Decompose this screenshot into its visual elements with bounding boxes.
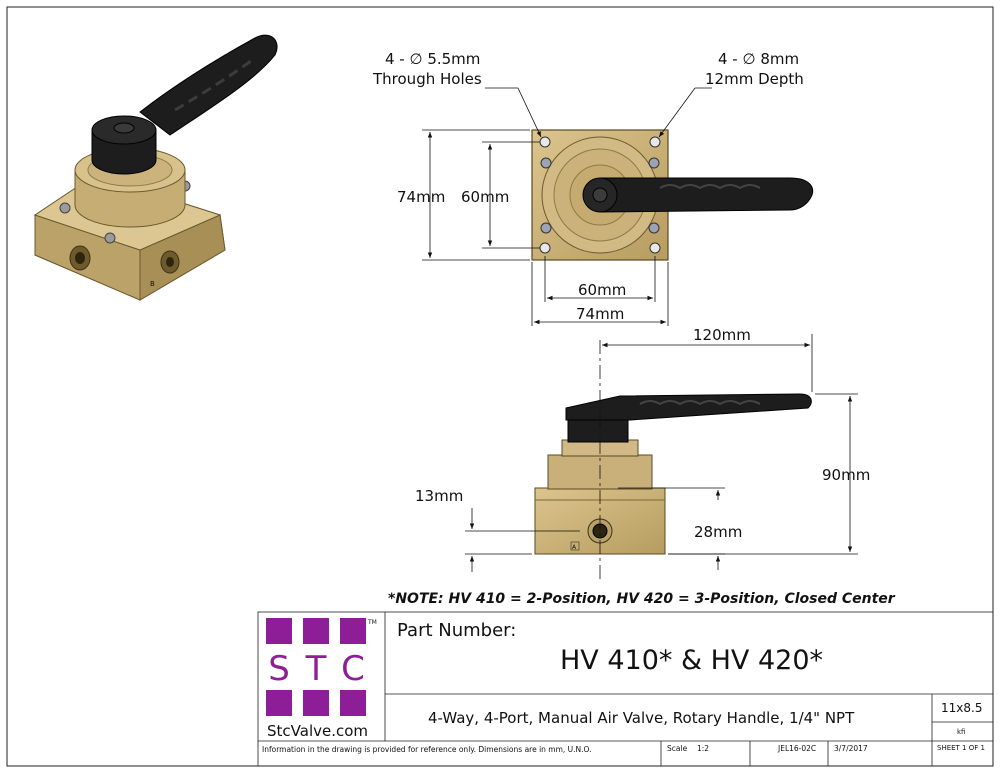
dim-handle-length: 120mm: [693, 326, 751, 344]
drawing-number: JEL16-02C: [778, 744, 817, 753]
logo-trademark: TM: [367, 619, 377, 626]
side-view-dimensions: [465, 334, 858, 580]
top-view: [531, 129, 814, 261]
logo-letter-s: S: [268, 649, 290, 689]
dim-top-height-outer: 74mm: [397, 188, 445, 206]
part-description: 4-Way, 4-Port, Manual Air Valve, Rotary …: [428, 709, 855, 727]
dim-port-offset: 13mm: [415, 487, 463, 505]
top-view-dimensions: [422, 87, 712, 326]
title-block: [257, 611, 994, 767]
dim-port-height: 28mm: [694, 523, 742, 541]
sheet-size: 11x8.5: [941, 701, 983, 715]
disclaimer: Information in the drawing is provided f…: [262, 745, 592, 754]
logo-site: StcValve.com: [267, 722, 368, 740]
isometric-view: B: [33, 34, 278, 301]
callout-depth-holes-title: 4 - ∅ 8mm: [718, 50, 799, 68]
part-number-label: Part Number:: [397, 620, 517, 641]
scale-value: 1:2: [697, 744, 710, 753]
dim-top-width-inner: 60mm: [578, 281, 626, 299]
callout-through-holes-sub: Through Holes: [372, 70, 482, 88]
callout-through-holes-title: 4 - ∅ 5.5mm: [385, 50, 480, 68]
logo-letter-c: C: [341, 649, 365, 689]
callout-depth-holes-sub: 12mm Depth: [705, 70, 804, 88]
scale-label: Scale: [667, 744, 688, 753]
dim-top-height-inner: 60mm: [461, 188, 509, 206]
drawing-date: 3/7/2017: [834, 744, 868, 753]
side-port-label: A: [572, 544, 577, 551]
side-view: A: [534, 393, 812, 555]
drawn-by: kfi: [957, 728, 966, 736]
config-note: *NOTE: HV 410 = 2-Position, HV 420 = 3-P…: [388, 591, 896, 607]
stc-logo: S T C TM StcValve.com: [266, 618, 377, 740]
logo-letter-t: T: [305, 649, 327, 689]
dim-top-width-outer: 74mm: [576, 305, 624, 323]
iso-port-label: B: [150, 280, 155, 288]
dim-total-height: 90mm: [822, 466, 870, 484]
sheet-number: SHEET 1 OF 1: [937, 744, 985, 752]
part-number: HV 410* & HV 420*: [560, 645, 823, 676]
